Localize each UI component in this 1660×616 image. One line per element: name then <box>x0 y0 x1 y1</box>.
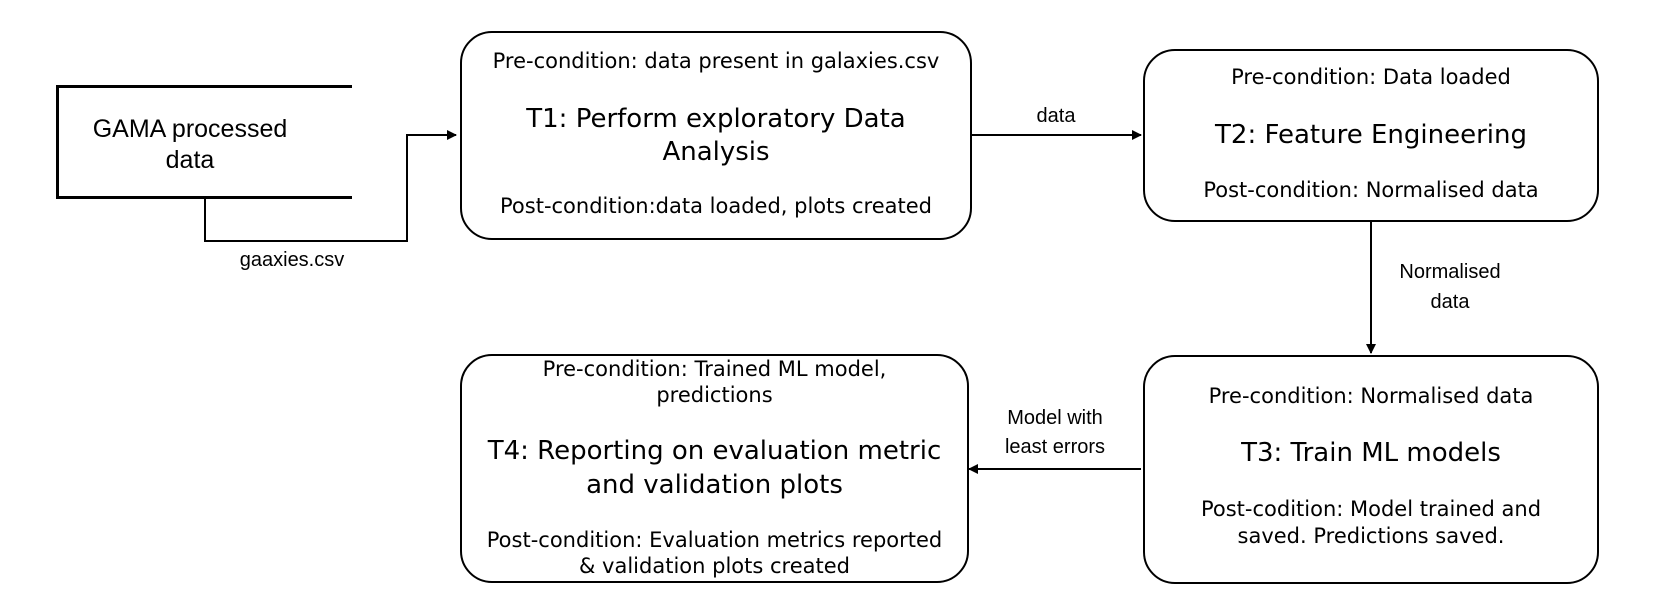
edge-label-t3-to-t4-line1: Model with <box>1007 407 1103 429</box>
t1-postcondition: Post-condition:data loaded, plots create… <box>500 194 932 218</box>
t2-precondition: Pre-condition: Data loaded <box>1231 65 1511 89</box>
t2-postcondition: Post-condition: Normalised data <box>1203 178 1539 202</box>
edge-label-source-to-t1: gaaxies.csv <box>239 249 345 271</box>
t3-precondition: Pre-condition: Normalised data <box>1208 384 1534 408</box>
task-t3-box <box>1143 355 1599 584</box>
data-store-label: GAMA processed data <box>60 114 320 176</box>
edge-label-t1-to-t2: data <box>1036 105 1076 127</box>
t1-title-line1: T1: Perform exploratory Data <box>526 104 906 134</box>
t3-postcondition-line1: Post-codition: Model trained and <box>1200 497 1542 521</box>
t3-postcondition-line2: saved. Predictions saved. <box>1237 524 1505 548</box>
edge-label-t3-to-t4-line2: least errors <box>1004 436 1106 458</box>
task-t2-box <box>1143 49 1599 222</box>
t4-postcondition-line2: & validation plots created <box>579 554 850 578</box>
t4-title-line2: and validation plots <box>586 470 843 500</box>
t1-title-line2: Analysis <box>662 137 770 167</box>
t2-title: T2: Feature Engineering <box>1215 120 1527 150</box>
t3-title: T3: Train ML models <box>1241 438 1501 468</box>
t1-precondition: Pre-condition: data present in galaxies.… <box>492 49 940 73</box>
task-t1-box <box>460 31 972 240</box>
t4-precondition-line2: predictions <box>656 383 773 407</box>
edge-label-t2-to-t3-line1: Normalised <box>1399 261 1501 283</box>
t4-precondition-line1: Pre-condition: Trained ML model, <box>542 357 887 381</box>
data-store-label-line2: data <box>165 146 215 174</box>
t4-title-line1: T4: Reporting on evaluation metric <box>487 436 942 466</box>
task-t4-box <box>460 354 969 583</box>
data-store-label-line1: GAMA processed <box>92 115 288 143</box>
edge-label-t2-to-t3-line2: data <box>1430 291 1470 313</box>
t4-postcondition-line1: Post-condition: Evaluation metrics repor… <box>486 528 943 552</box>
arrow-source-to-t1 <box>204 130 457 242</box>
data-store-gama <box>56 85 352 199</box>
